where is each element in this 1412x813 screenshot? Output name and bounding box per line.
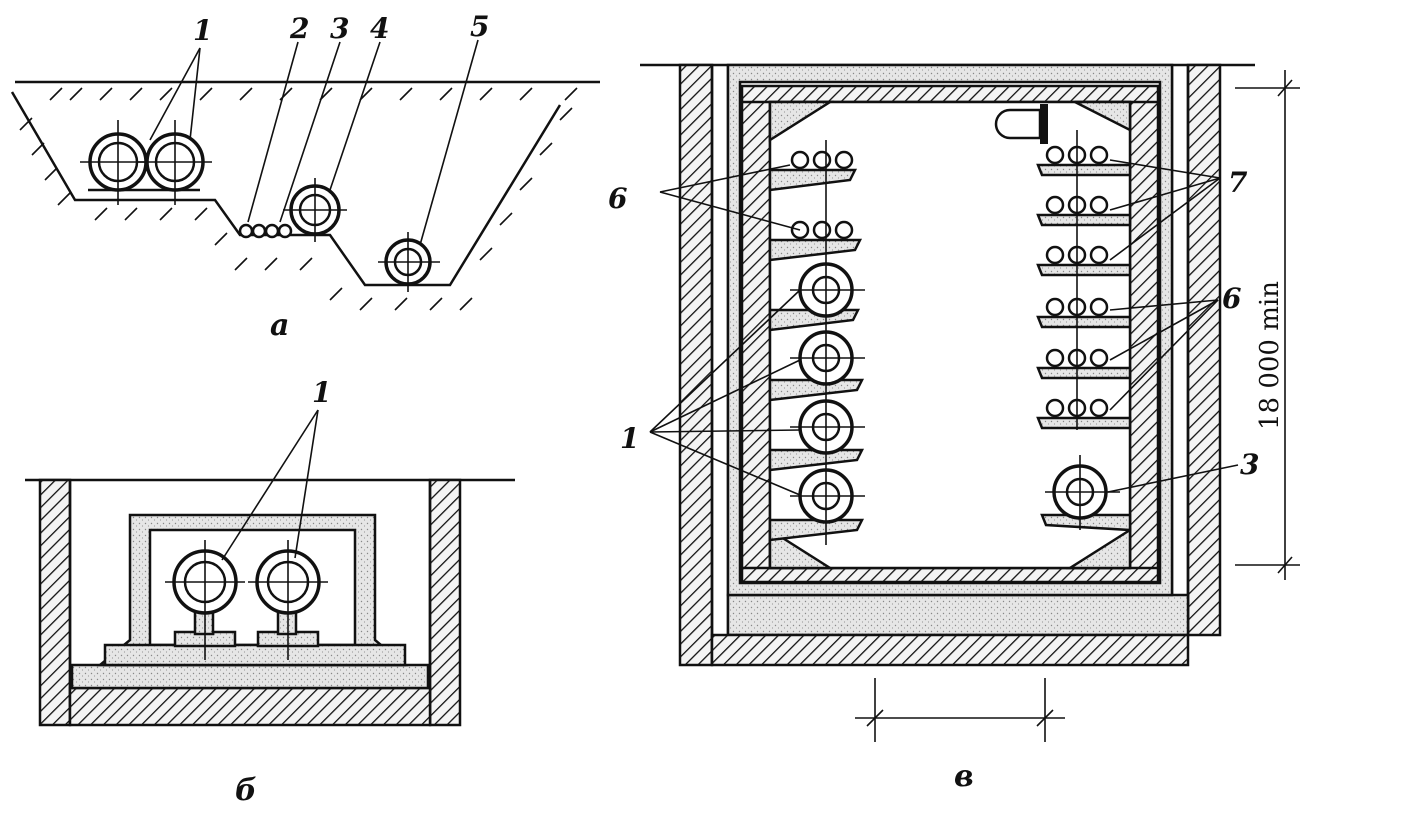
scale-bar	[855, 678, 1065, 742]
lining-right-c	[1128, 98, 1160, 582]
label-c-6-right: 6	[1222, 282, 1241, 315]
pipe-5	[378, 232, 440, 292]
leaders-a	[149, 39, 479, 246]
pipe-b1	[165, 540, 245, 660]
trench-wall-left-b	[38, 478, 72, 727]
fillet-tr	[1074, 100, 1132, 133]
lining-bottom-c	[740, 566, 1160, 584]
label-a-5: 5	[470, 10, 489, 43]
label-a-3: 3	[330, 12, 349, 45]
pipe-support-post-b2	[276, 610, 298, 636]
pipe-support-post-b1	[193, 610, 215, 636]
label-a-2: 2	[289, 12, 309, 45]
fillet-tl	[768, 100, 835, 143]
soil-wall-left-c	[678, 63, 714, 667]
soil-bottom-c	[710, 633, 1190, 667]
caption-b: б	[235, 773, 257, 808]
pipe-1a	[80, 120, 156, 205]
bedding-c	[726, 593, 1190, 637]
tunnel-box-c	[726, 63, 1174, 597]
caption-a: а	[270, 308, 289, 343]
label-a-4: 4	[370, 12, 389, 45]
lamp-icon	[994, 104, 1048, 144]
soil-hatching-a	[19, 87, 578, 311]
right-shelves	[1036, 163, 1132, 532]
soil-wall-right-c	[1186, 63, 1222, 637]
label-b-1: 1	[312, 376, 331, 409]
dimension-label: 18 000 min	[1255, 281, 1285, 430]
lining-top-c	[740, 84, 1160, 104]
soil-bottom-b	[68, 686, 432, 727]
label-c-7: 7	[1228, 166, 1248, 199]
channel-box-b	[96, 513, 409, 667]
leaders-c	[649, 159, 1239, 496]
label-c-3: 3	[1240, 448, 1259, 481]
dimension-line	[1235, 70, 1300, 580]
pipe-3	[1045, 455, 1120, 530]
cable-group-2-3	[238, 223, 293, 239]
trench-outline	[10, 91, 562, 287]
pipe-b2	[248, 540, 328, 660]
label-c-6-left: 6	[608, 182, 627, 215]
figure-c: 6 1 7 6 3 18 000 min в	[608, 63, 1300, 794]
leader-b2	[294, 409, 319, 559]
trench-wall-right-b	[428, 478, 462, 727]
pipe-4	[283, 178, 347, 242]
channel-base-b	[103, 643, 407, 667]
caption-c: в	[954, 759, 974, 794]
left-pipes	[790, 140, 865, 545]
leader-b1	[221, 409, 319, 561]
label-c-1: 1	[620, 422, 639, 455]
figure-b: 1 б	[25, 376, 515, 808]
right-cables	[1045, 130, 1109, 430]
figure-a: 1 2 3 4 5 а	[10, 10, 600, 343]
fillet-br	[1065, 527, 1132, 570]
concrete-bed-b	[70, 663, 430, 690]
label-a-1: 1	[193, 14, 212, 47]
pipe-1b	[138, 120, 212, 205]
